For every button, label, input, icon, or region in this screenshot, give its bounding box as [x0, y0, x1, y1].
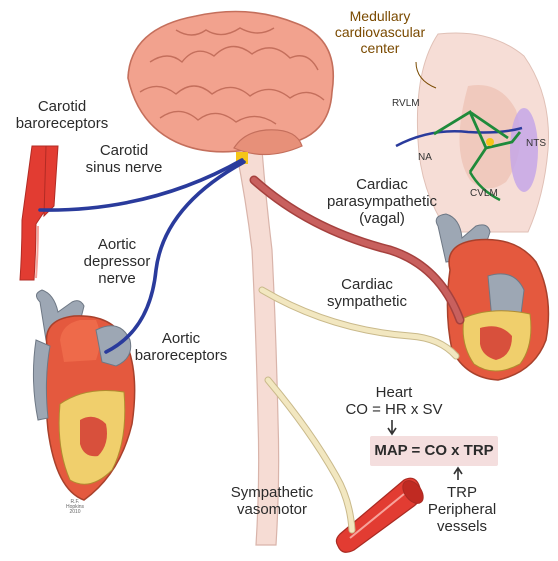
brain	[128, 12, 333, 155]
rvlm-label: RVLM	[392, 98, 420, 109]
arrow-trp	[454, 468, 462, 480]
left-heart	[33, 290, 134, 500]
map-equation: MAP = CO x TRP	[370, 442, 498, 459]
nts-label: NTS	[526, 138, 546, 149]
na-dot	[486, 138, 494, 146]
cvlm-label: CVLM	[470, 188, 498, 199]
nts-region	[510, 108, 538, 192]
na-label: NA	[418, 152, 432, 163]
carotid-artery	[20, 146, 58, 280]
arrow-co	[388, 420, 396, 434]
